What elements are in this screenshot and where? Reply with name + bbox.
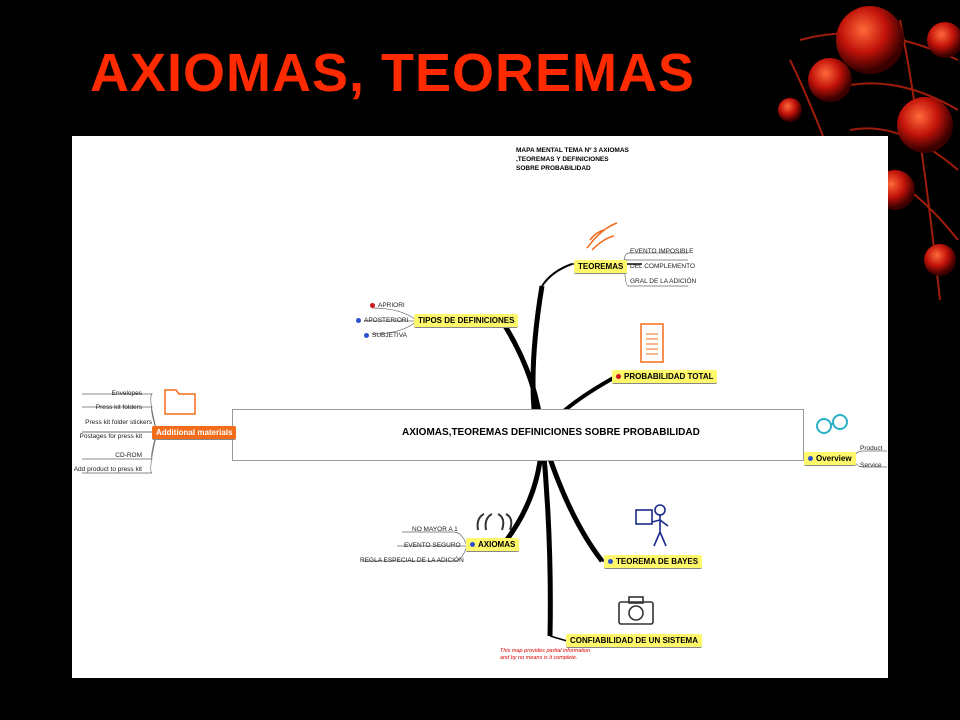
mind-map-note: MAPA MENTAL TEMA Nº 3 AXIOMAS ,TEOREMAS … — [516, 147, 629, 172]
leaf-axiomas-2: EVENTO SEGURO — [404, 542, 461, 549]
node-confiabilidad-sistema: CONFIABILIDAD DE UN SISTEMA — [566, 634, 702, 648]
node-probabilidad-total: PROBABILIDAD TOTAL — [612, 370, 718, 384]
leaf-teoremas-2: DEL COMPLEMENTO — [630, 263, 696, 270]
central-topic-label: AXIOMAS,TEOREMAS DEFINICIONES SOBRE PROB… — [402, 427, 700, 438]
node-tipos-definiciones: TIPOS DE DEFINICIONES — [414, 314, 519, 328]
blue-dot-icon — [356, 317, 361, 323]
node-axiomas: AXIOMAS — [466, 538, 520, 552]
leaf-tipos-3: SUBJETIVA — [364, 332, 407, 339]
writing-hand-icon — [586, 222, 618, 251]
leaf-additional-4: Postages for press kit — [79, 433, 143, 440]
blue-dot-icon — [470, 542, 475, 548]
leaf-axiomas-1: NO MAYOR A 1 — [412, 526, 458, 533]
decorative-red-orbs — [778, 6, 960, 300]
red-dot-icon — [370, 302, 375, 308]
leaf-overview-2: Service — [860, 462, 882, 469]
red-dot-icon — [616, 374, 621, 380]
blue-dot-icon — [608, 559, 613, 565]
leaf-additional-1: Envelopes — [111, 390, 142, 397]
eyeglasses-icon — [816, 414, 848, 434]
folder-icon — [164, 389, 196, 415]
leaf-additional-3: Press kit folder stickers — [85, 419, 152, 426]
person-at-computer-icon — [635, 504, 669, 547]
slide-title: AXIOMAS, TEOREMAS — [90, 43, 696, 103]
node-overview: Overview — [804, 452, 856, 466]
blue-dot-icon — [364, 332, 369, 338]
leaf-additional-2: Press kit folders — [95, 404, 142, 411]
leaf-tipos-1: APRIORI — [370, 302, 405, 309]
node-teorema-bayes: TEOREMA DE BAYES — [604, 555, 703, 569]
scroll-document-icon — [640, 323, 664, 363]
mind-map-disclaimer: This map provides partial information an… — [500, 648, 591, 661]
central-topic-box — [232, 409, 804, 461]
leaf-overview-1: Product — [860, 445, 883, 452]
node-additional-materials: Additional materials — [152, 426, 237, 440]
leaf-tipos-2: APOSTERIORI — [356, 317, 408, 324]
leaf-teoremas-3: GRAL DE LA ADICIÓN — [630, 278, 697, 285]
mind-map-image: MAPA MENTAL TEMA Nº 3 AXIOMAS ,TEOREMAS … — [72, 136, 888, 678]
leaf-teoremas-1: EVENTO IMPOSIBLE — [630, 248, 694, 255]
quotation-marks-icon — [476, 513, 513, 531]
camera-icon — [618, 596, 654, 625]
leaf-axiomas-3: REGLA ESPECIAL DE LA ADICIÓN — [360, 557, 464, 564]
node-teoremas: TEOREMAS — [574, 260, 628, 274]
blue-dot-icon — [808, 456, 813, 462]
leaf-additional-5: CD-ROM — [115, 452, 142, 459]
leaf-additional-6: Add product to press kit — [73, 466, 142, 473]
